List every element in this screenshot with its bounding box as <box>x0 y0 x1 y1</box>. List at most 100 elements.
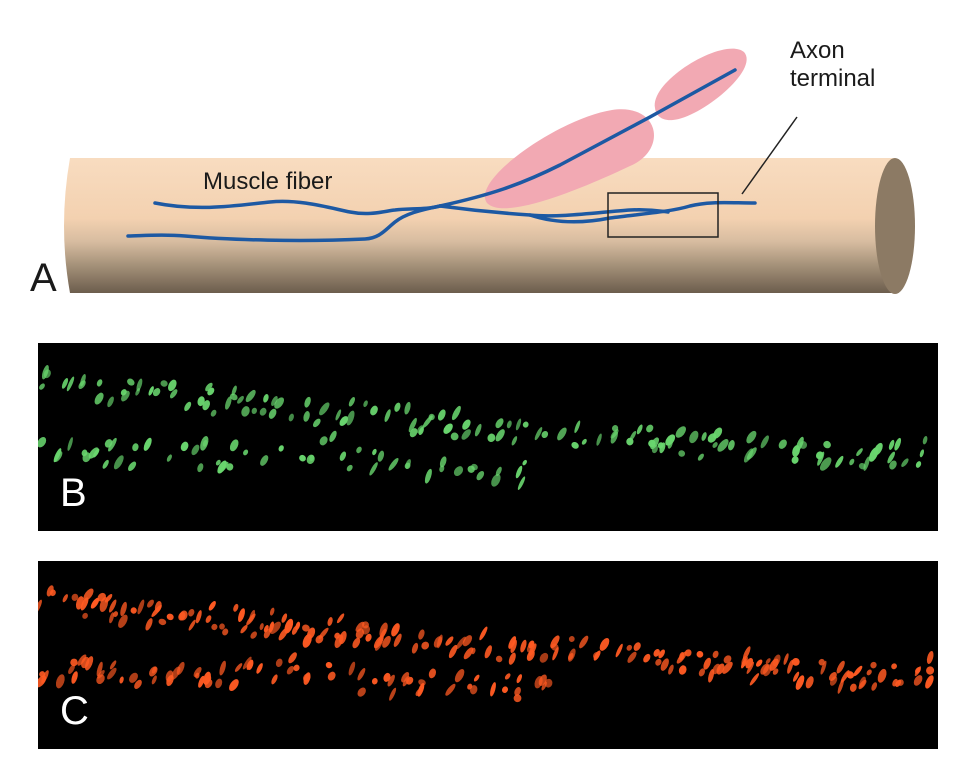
receptor-cluster <box>339 631 347 645</box>
receptor-cluster <box>188 619 196 631</box>
receptor-cluster <box>436 634 443 649</box>
panel-b-receptor-image <box>38 365 928 490</box>
receptor-cluster <box>336 613 345 624</box>
receptor-cluster <box>450 432 459 441</box>
receptor-cluster <box>243 449 249 456</box>
receptor-cluster <box>657 442 664 449</box>
receptor-cluster <box>684 649 692 657</box>
receptor-cluster <box>574 420 581 434</box>
receptor-cluster <box>495 429 505 442</box>
receptor-cluster <box>919 449 925 458</box>
receptor-cluster <box>118 614 128 628</box>
receptor-cluster <box>487 433 496 443</box>
receptor-cluster <box>166 454 172 462</box>
receptor-cluster <box>295 621 301 631</box>
receptor-cluster <box>241 406 250 417</box>
receptor-cluster <box>348 397 356 407</box>
panel-b-micrograph: B <box>38 343 938 531</box>
receptor-cluster <box>404 401 411 415</box>
receptor-cluster <box>327 617 333 626</box>
receptor-cluster <box>259 407 267 416</box>
receptor-cluster <box>443 423 453 434</box>
receptor-cluster <box>81 656 90 669</box>
receptor-cluster <box>495 418 504 429</box>
receptor-cluster <box>522 421 529 428</box>
receptor-cluster <box>132 443 139 452</box>
receptor-cluster <box>246 613 256 626</box>
receptor-cluster <box>795 436 804 452</box>
receptor-cluster <box>502 686 508 694</box>
muscle-fiber-diagram <box>64 48 915 294</box>
receptor-cluster <box>445 683 456 696</box>
receptor-cluster <box>387 674 395 687</box>
receptor-cluster <box>463 647 474 660</box>
muscle-fiber-label: Muscle fiber <box>203 168 333 195</box>
receptor-cluster <box>97 670 105 679</box>
receptor-cluster <box>245 389 256 403</box>
receptor-cluster <box>599 637 610 651</box>
receptor-cluster <box>346 464 353 472</box>
receptor-cluster <box>526 642 535 653</box>
receptor-cluster <box>550 635 560 649</box>
receptor-cluster <box>897 679 904 686</box>
receptor-cluster <box>678 450 686 457</box>
receptor-cluster <box>39 383 45 390</box>
receptor-cluster <box>713 427 723 439</box>
receptor-cluster <box>461 429 471 440</box>
receptor-cluster <box>151 675 157 685</box>
receptor-cluster <box>820 660 827 675</box>
receptor-cluster <box>401 672 410 683</box>
receptor-cluster <box>263 394 269 403</box>
receptor-cluster <box>717 439 729 452</box>
receptor-cluster <box>346 410 355 426</box>
receptor-cluster <box>490 682 496 697</box>
receptor-cluster <box>471 647 476 655</box>
receptor-cluster <box>658 649 665 659</box>
receptor-cluster <box>382 635 391 648</box>
receptor-cluster <box>655 658 662 666</box>
receptor-cluster <box>643 653 651 663</box>
receptor-cluster <box>240 624 248 634</box>
receptor-cluster <box>319 436 328 446</box>
receptor-cluster <box>517 476 526 490</box>
receptor-cluster <box>384 409 391 422</box>
receptor-cluster <box>46 585 54 597</box>
receptor-cluster <box>119 676 124 684</box>
receptor-cluster <box>242 656 252 670</box>
receptor-cluster <box>152 388 161 397</box>
receptor-cluster <box>238 608 245 623</box>
receptor-cluster <box>778 439 787 449</box>
receptor-cluster <box>225 396 232 410</box>
receptor-cluster <box>676 651 687 664</box>
receptor-cluster <box>508 652 516 665</box>
receptor-cluster <box>246 660 252 670</box>
receptor-cluster <box>451 405 461 421</box>
receptor-cluster <box>901 458 909 467</box>
receptor-cluster <box>915 461 922 468</box>
receptor-cluster <box>746 430 757 444</box>
receptor-cluster <box>229 439 239 452</box>
receptor-cluster <box>55 674 65 689</box>
receptor-cluster <box>94 392 104 405</box>
receptor-cluster <box>120 601 127 617</box>
receptor-cluster <box>783 653 789 665</box>
receptor-cluster <box>866 669 872 676</box>
receptor-cluster <box>853 665 863 677</box>
receptor-cluster <box>184 401 192 412</box>
receptor-cluster <box>145 618 153 631</box>
receptor-cluster <box>151 605 162 617</box>
receptor-cluster <box>151 666 157 674</box>
receptor-cluster <box>286 665 295 675</box>
receptor-cluster <box>534 427 543 441</box>
receptor-cluster <box>849 458 855 466</box>
receptor-cluster <box>508 636 517 649</box>
receptor-cluster <box>83 588 94 601</box>
receptor-cluster <box>650 437 660 450</box>
receptor-cluster <box>926 650 934 665</box>
receptor-cluster <box>215 678 223 689</box>
panel-a-letter: A <box>30 256 57 300</box>
receptor-cluster <box>348 661 356 676</box>
receptor-cluster <box>913 675 923 686</box>
muscle-fiber-body <box>64 158 895 293</box>
receptor-cluster <box>665 434 676 446</box>
